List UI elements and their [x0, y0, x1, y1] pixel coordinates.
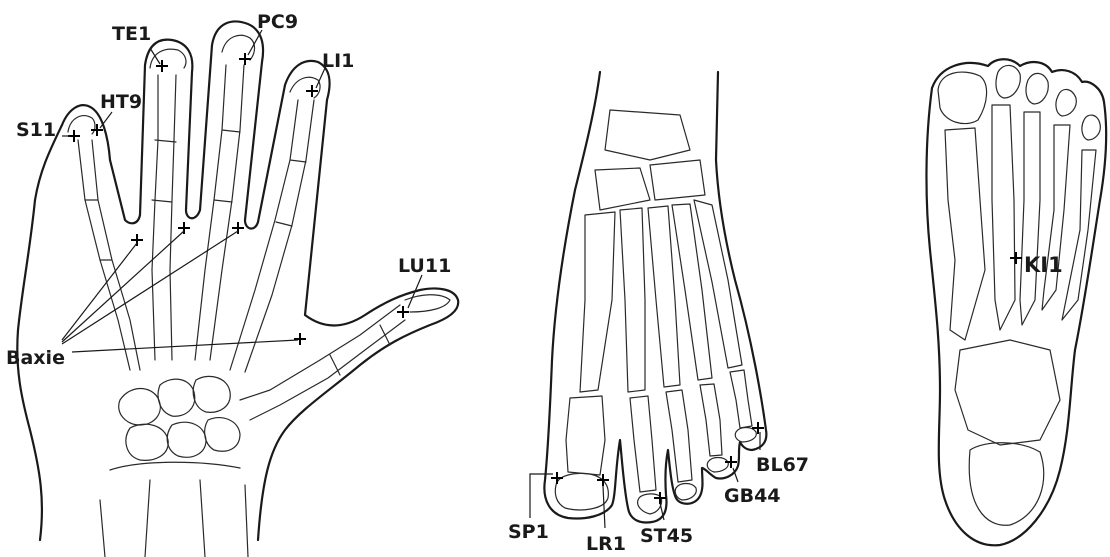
- carpal-6: [205, 418, 240, 452]
- toe-2-nail: [638, 494, 662, 514]
- leader-baxie-4: [72, 340, 298, 352]
- carpal-4: [126, 424, 168, 460]
- leader-baxie-2: [62, 231, 184, 342]
- marker-lu11: [398, 307, 408, 317]
- sole-meta-4: [1042, 125, 1070, 310]
- label-ht9: HT9: [100, 91, 142, 113]
- sole-meta-3: [1020, 112, 1040, 325]
- marker-baxie-4: [295, 334, 305, 344]
- metatarsal-1: [580, 212, 615, 392]
- label-st45: ST45: [640, 525, 693, 547]
- foot-dorsal-diagram: BL67 GB44 SP1 LR1 ST45: [508, 72, 809, 555]
- sole-toe-4: [1056, 89, 1076, 116]
- label-pc9: PC9: [257, 11, 298, 33]
- sole-toe-2: [996, 65, 1020, 98]
- leader-lr1: [603, 486, 605, 528]
- phalanx-2: [630, 396, 656, 492]
- bone-index-b: [245, 100, 314, 372]
- foot-sole-diagram: KI1: [926, 59, 1106, 545]
- hand-diagram: TE1 PC9 LI1 HT9 S11 LU11 Baxie: [6, 11, 458, 557]
- sole-meta-1: [945, 128, 985, 340]
- carpal-5: [167, 422, 206, 457]
- bone-index: [230, 100, 298, 370]
- sole-heel: [969, 443, 1044, 526]
- leader-sp1: [530, 474, 553, 518]
- sole-meta-2: [992, 105, 1015, 330]
- foot-dorsal-leaders: [530, 432, 760, 528]
- toe-big-nail: [555, 473, 608, 509]
- label-baxie: Baxie: [6, 347, 65, 369]
- sole-meta-5: [1062, 150, 1096, 320]
- marker-bl67: [753, 423, 763, 433]
- label-s11: S11: [16, 119, 56, 141]
- tarsals: [595, 160, 705, 210]
- label-lu11: LU11: [398, 255, 451, 277]
- metatarsal-3: [648, 206, 680, 387]
- sole-toe-big: [938, 72, 987, 124]
- bone-ring: [152, 75, 158, 360]
- toe-3-nail: [675, 484, 696, 501]
- hand-leaders: [62, 30, 422, 352]
- marker-pc9: [240, 54, 250, 64]
- bone-thumb-b: [250, 320, 405, 420]
- marker-s11: [69, 131, 79, 141]
- metatarsal-2: [620, 208, 645, 392]
- phalanx-5: [730, 370, 752, 428]
- label-lr1: LR1: [586, 533, 626, 555]
- marker-sp1: [552, 473, 562, 483]
- label-sp1: SP1: [508, 521, 549, 543]
- marker-li1: [307, 86, 317, 96]
- label-te1: TE1: [112, 23, 151, 45]
- leader-pc9: [248, 30, 262, 55]
- leader-baxie-3: [62, 231, 238, 344]
- nail-little: [68, 116, 95, 134]
- sole-toe-3: [1026, 73, 1048, 104]
- phalanx-big: [566, 396, 605, 475]
- bone-middle-b: [210, 65, 244, 360]
- carpal-1: [119, 388, 161, 425]
- sole-tarsals: [955, 340, 1060, 445]
- marker-lr1: [598, 475, 608, 485]
- label-li1: LI1: [322, 50, 354, 72]
- carpal-2: [158, 379, 195, 416]
- hand-outline: [17, 22, 458, 540]
- marker-ki1: [1011, 253, 1021, 263]
- bone-little: [78, 140, 130, 370]
- carpal-3: [193, 376, 230, 412]
- nail-thumb: [405, 295, 450, 312]
- phalanx-4: [700, 384, 722, 456]
- nail-middle: [222, 35, 255, 60]
- foot-sole-outline: [926, 59, 1106, 545]
- finger-joints: [85, 130, 390, 375]
- bone-ring-b: [170, 75, 176, 360]
- label-ki1: KI1: [1024, 253, 1063, 277]
- label-bl67: BL67: [756, 454, 809, 476]
- forearm-bones: [100, 462, 248, 557]
- talus: [605, 110, 690, 160]
- label-gb44: GB44: [724, 485, 781, 507]
- toe-5-nail: [735, 428, 756, 443]
- leader-lu11: [408, 275, 422, 308]
- sole-toe-5: [1082, 115, 1100, 140]
- toe-4-nail: [707, 458, 728, 473]
